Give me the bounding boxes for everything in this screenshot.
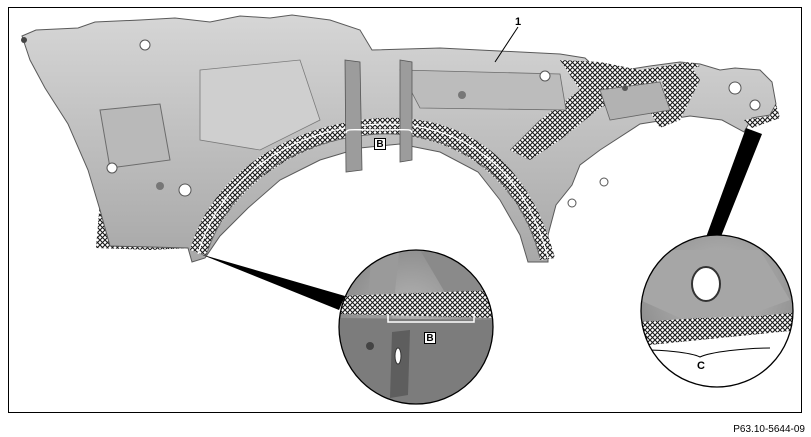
- hatched-bond-zone-right: [510, 60, 700, 160]
- figure-reference: P63.10-5644-09: [733, 424, 805, 435]
- detail-c-magnifier: [641, 235, 793, 387]
- detail-c-pointer: [705, 128, 762, 244]
- callout-b-main: B: [374, 138, 386, 150]
- detail-b-pointer: [200, 254, 345, 310]
- detail-b-magnifier: [339, 250, 493, 404]
- leader-line-part-1: [494, 26, 519, 63]
- bracket-b-main: [345, 128, 413, 134]
- callout-part-1: 1: [515, 16, 522, 28]
- side-panel-main: [21, 14, 780, 263]
- callout-b-detail: B: [424, 332, 436, 344]
- callout-c-detail: C: [697, 360, 705, 372]
